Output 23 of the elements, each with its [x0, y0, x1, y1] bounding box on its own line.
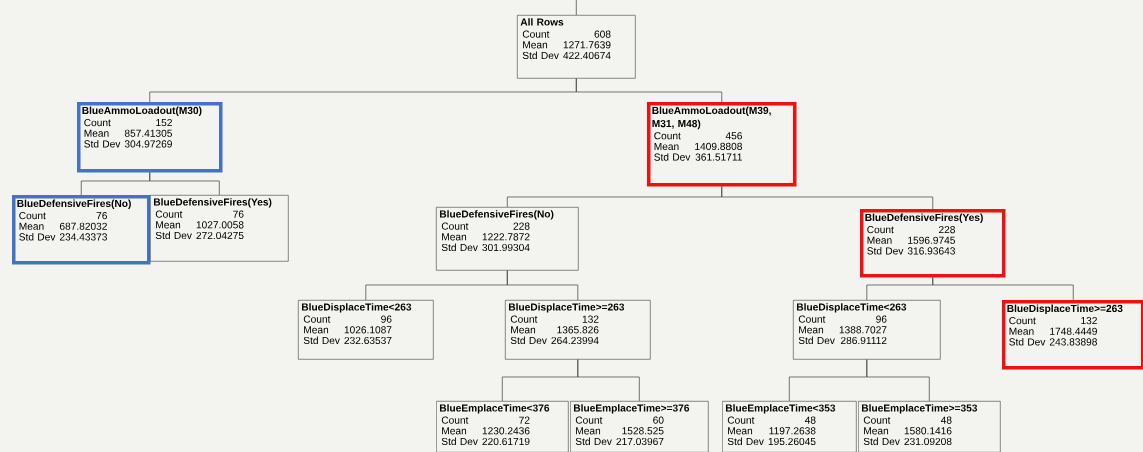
highlighted-node-box: BlueAmmoLoadout(M39, M31, M48) Count 456 Mean 1409.8808 Std Dev 361.51711 — [647, 102, 797, 187]
connector-line — [721, 186, 934, 210]
node-box: BlueDisplaceTime<263 Count 96 Mean 1388.7027 Std Dev 286.91112 — [793, 300, 941, 360]
node-box: BlueEmplaceTime>=353 Count 48 Mean 1580.1416 Std Dev 231.09208 — [858, 401, 1001, 452]
highlighted-node-box: BlueDefensiveFires(No) Count 76 Mean 687.82032 Std Dev 234.43373 — [12, 195, 151, 265]
highlighted-node-box: BlueDisplaceTime>=263 Count 132 Mean 1748.4449 Std Dev 243.83898 — [1002, 300, 1143, 370]
node-box: BlueDefensiveFires(No) Count 228 Mean 1222.7872 Std Dev 301.99304 — [436, 207, 579, 271]
connector-line — [577, 359, 640, 402]
node-box: BlueDisplaceTime<263 Count 96 Mean 1026.1087 Std Dev 232.63537 — [298, 300, 434, 360]
connector-line — [149, 172, 220, 196]
connector-line — [506, 270, 579, 301]
connector-line — [575, 78, 723, 103]
node-box: BlueEmplaceTime<376 Count 72 Mean 1230.2436 Std Dev 220.61719 — [436, 401, 569, 452]
node-box: BlueDisplaceTime>=263 Count 132 Mean 1365.826 Std Dev 264.23994 — [505, 300, 651, 360]
node-box: BlueEmplaceTime<353 Count 48 Mean 1197.2638 Std Dev 195.26045 — [722, 401, 857, 452]
highlighted-node-box: BlueAmmoLoadout(M30) Count 152 Mean 857.41305 Std Dev 304.97269 — [77, 102, 223, 173]
connector-line — [575, 0, 577, 16]
node-box: BlueDefensiveFires(Yes) Count 76 Mean 1027.0058 Std Dev 272.04275 — [150, 195, 289, 262]
connector-line — [866, 359, 930, 402]
connector-line — [932, 277, 1074, 301]
node-box: BlueEmplaceTime>=376 Count 60 Mean 1528.525 Std Dev 217.03967 — [570, 401, 709, 452]
node-box: All Rows Count 608 Mean 1271.7639 Std Dev 422.40674 — [517, 15, 636, 79]
highlighted-node-box: BlueDefensiveFires(Yes) Count 228 Mean 1596.9745 Std Dev 316.93643 — [860, 209, 1006, 278]
